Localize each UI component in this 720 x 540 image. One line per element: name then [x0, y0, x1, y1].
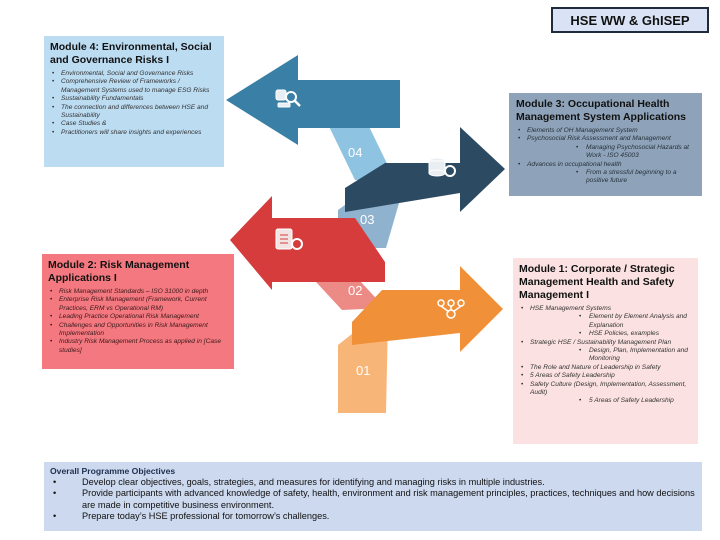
list-item: Sustainability Fundamentals [50, 95, 218, 104]
module-3-card: Module 3: Occupational Health Management… [509, 93, 702, 196]
module-2-card: Module 2: Risk Management Applications I… [42, 254, 234, 369]
module-1-list: HSE Management Systems Element by Elemen… [519, 305, 692, 406]
objective-item: Develop clear objectives, goals, strateg… [50, 477, 696, 489]
list-item: Leading Practice Operational Risk Manage… [48, 313, 228, 322]
people-network-icon [437, 299, 465, 319]
arrow-03-number: 03 [360, 212, 374, 227]
list-item: Comprehensive Review of Frameworks / Man… [50, 78, 218, 95]
list-item: The connection and differences between H… [50, 104, 218, 121]
list-item: Case Studies & [50, 120, 218, 129]
list-subitem: Element by Element Analysis and Explanat… [519, 313, 692, 330]
list-item: Practitioners will share insights and ex… [50, 129, 218, 138]
arrow-02-number: 02 [348, 283, 362, 298]
arrow-04-number: 04 [348, 145, 362, 160]
list-item: Environmental, Social and Governance Ris… [50, 70, 218, 79]
list-item: The Role and Nature of Leadership in Saf… [519, 364, 692, 373]
header-title: HSE WW & GhISEP [551, 7, 709, 33]
module-3-list: Elements of OH Management System Psychos… [516, 127, 695, 186]
list-item: HSE Management Systems [519, 305, 692, 314]
list-subitem: HSE Policies, examples [519, 330, 692, 339]
arrow-01-body [352, 266, 503, 352]
list-item: Advances in occupational health [516, 161, 695, 170]
list-item: Strategic HSE / Sustainability Managemen… [519, 339, 692, 348]
list-subitem: Managing Psychosocial Hazards at Work - … [516, 144, 695, 161]
objective-item: Prepare today’s HSE professional for tom… [50, 511, 696, 523]
module-3-heading: Module 3: Occupational Health Management… [516, 98, 686, 123]
list-item: Safety Culture (Design, Implementation, … [519, 381, 692, 398]
module-2-heading: Module 2: Risk Management Applications I [48, 259, 190, 284]
list-item: Industry Risk Management Process as appl… [48, 338, 228, 355]
objective-item: Provide participants with advanced knowl… [50, 488, 696, 511]
arrow-04-body [226, 55, 400, 145]
database-gear-icon [428, 157, 456, 177]
arrow-03-body [345, 127, 505, 212]
list-item: Challenges and Opportunities in Risk Man… [48, 322, 228, 339]
module-1-card: Module 1: Corporate / Strategic Manageme… [513, 258, 698, 444]
list-item: Enterprise Risk Management (Framework, C… [48, 296, 228, 313]
list-item: 5 Areas of Safety Leadership [519, 372, 692, 381]
module-1-heading: Module 1: Corporate / Strategic Manageme… [519, 263, 675, 301]
checklist-icon [275, 228, 303, 250]
arrow-02-body [230, 196, 385, 290]
arrow-01-number: 01 [356, 363, 370, 378]
hand-magnifier-icon [275, 89, 301, 108]
list-item: Risk Management Standards – ISO 31000 in… [48, 288, 228, 297]
objectives-panel: Overall Programme Objectives Develop cle… [44, 462, 702, 531]
list-item: Psychosocial Risk Assessment and Managem… [516, 135, 695, 144]
module-4-card: Module 4: Environmental, Social and Gove… [44, 36, 224, 167]
arrow-04-tail [322, 112, 395, 180]
list-item: Elements of OH Management System [516, 127, 695, 136]
objectives-heading: Overall Programme Objectives [50, 466, 176, 476]
module-4-heading: Module 4: Environmental, Social and Gove… [50, 41, 212, 66]
list-subitem: 5 Areas of Safety Leadership [519, 397, 692, 406]
module-4-list: Environmental, Social and Governance Ris… [50, 70, 218, 138]
module-2-list: Risk Management Standards – ISO 31000 in… [48, 288, 228, 355]
list-subitem: Design, Plan, Implementation and Monitor… [519, 347, 692, 364]
list-subitem: From a stressful beginning to a positive… [516, 169, 695, 186]
